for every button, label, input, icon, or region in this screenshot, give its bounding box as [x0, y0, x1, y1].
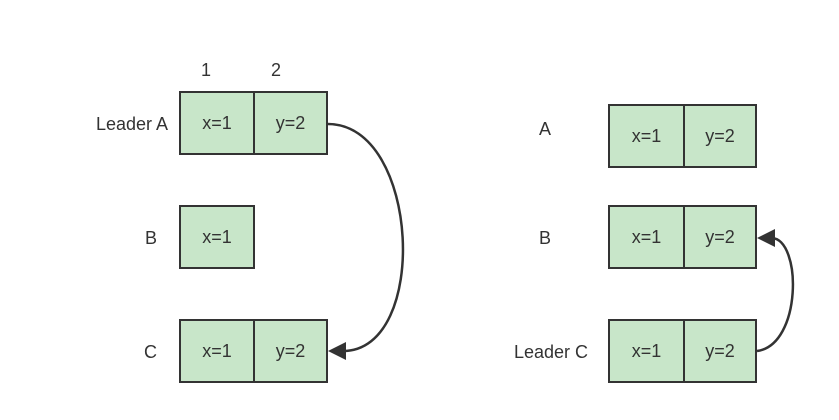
arrowhead-left-c — [328, 342, 346, 360]
left-leader-a-entry-1: x=1 — [179, 91, 255, 155]
left-b-entry-1: x=1 — [179, 205, 255, 269]
left-node-label-b: B — [144, 228, 157, 248]
index-label-1: 1 — [201, 60, 212, 80]
right-node-label-leader-c: Leader C — [513, 342, 588, 362]
right-a-entry-2: y=2 — [683, 104, 757, 168]
index-label-2: 2 — [271, 60, 282, 80]
left-c-entry-1: x=1 — [179, 319, 255, 383]
left-c-entry-2: y=2 — [253, 319, 328, 383]
right-leader-c-entry-2: y=2 — [683, 319, 757, 383]
left-leader-a-entry-2: y=2 — [253, 91, 328, 155]
right-node-label-b: B — [539, 228, 552, 248]
arrow-leader-c-to-b — [756, 236, 795, 353]
right-node-label-a: A — [539, 119, 552, 139]
arrowhead-right-b — [757, 229, 775, 247]
left-node-label-c: C — [144, 342, 157, 362]
left-node-label-leader-a: Leader A — [95, 114, 168, 134]
right-b-entry-2: y=2 — [683, 205, 757, 269]
arrow-leader-a-to-c — [327, 122, 405, 353]
right-b-entry-1: x=1 — [608, 205, 685, 269]
